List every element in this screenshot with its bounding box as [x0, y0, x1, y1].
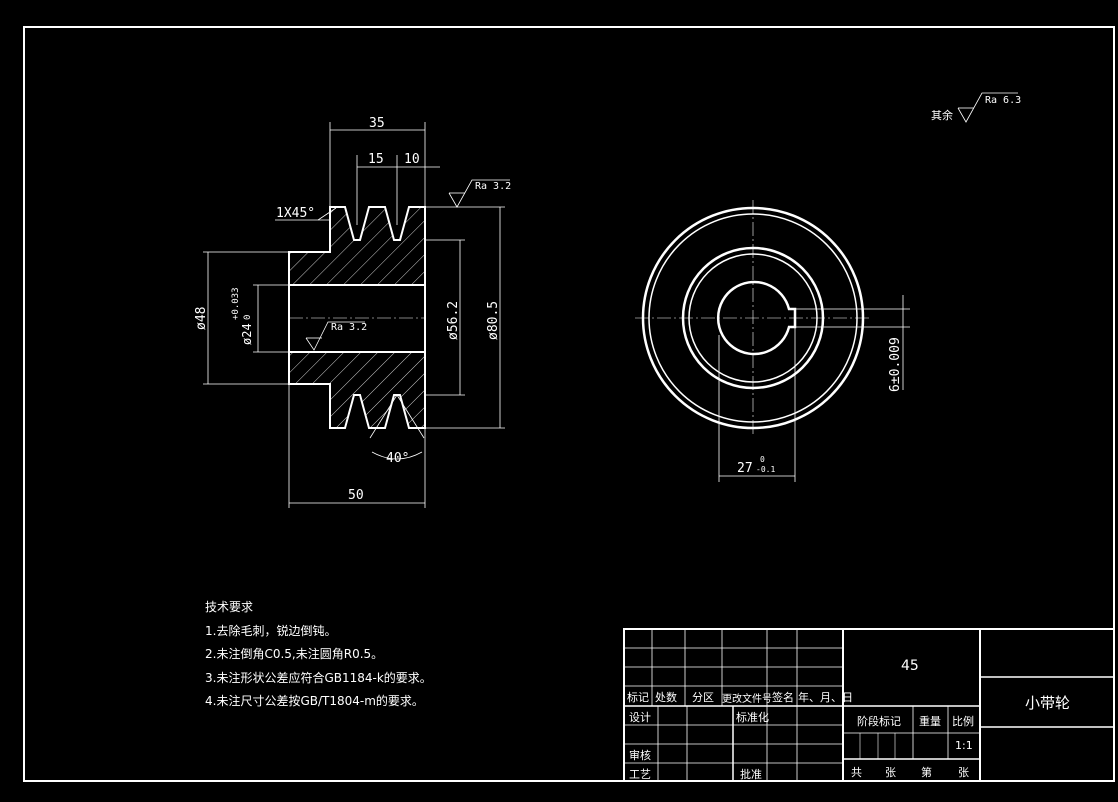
section-view: 35 15 10 1X45° Ra 3.2 Ra 3.2 ø48 ø24 +0.… — [194, 116, 511, 508]
dia-24: ø24 — [240, 323, 254, 345]
roughness-symbol — [448, 179, 510, 208]
tb-header-count: 处数 — [655, 691, 677, 704]
tb-header-zone: 分区 — [692, 691, 714, 704]
tb-header-date: 年、月、日 — [798, 691, 853, 704]
tech-requirements: 技术要求 1.去除毛刺，锐边倒钝。 2.未注倒角C0.5,未注圆角R0.5。 3… — [205, 596, 432, 714]
tb-header-mark: 标记 — [627, 691, 649, 704]
upper-section-hatch — [288, 206, 426, 286]
general-roughness-value: Ra 6.3 — [985, 95, 1021, 106]
tb-stage-mark: 阶段标记 — [857, 715, 901, 728]
bore-tol-upper: +0.033 — [231, 287, 241, 320]
tb-check: 审核 — [629, 749, 651, 762]
tb-material: 45 — [901, 658, 919, 674]
chamfer-label: 1X45° — [276, 206, 315, 221]
dia-56-2: ø56.2 — [446, 301, 461, 340]
tb-header-change-doc: 更改文件号 — [722, 694, 772, 705]
tb-sheets: 张 — [958, 766, 969, 779]
drawing-border — [23, 26, 1115, 782]
keyway-depth-tol-lower: -0.1 — [756, 465, 775, 474]
roughness-symbol — [305, 321, 365, 351]
lower-section-hatch — [288, 351, 426, 429]
tb-total: 共 — [851, 766, 862, 779]
tb-weight: 重量 — [919, 715, 941, 728]
tb-header-signature: 签名 — [772, 691, 794, 704]
tb-page: 第 — [921, 766, 932, 779]
tb-design: 设计 — [629, 711, 651, 724]
tech-requirement-item: 2.未注倒角C0.5,未注圆角R0.5。 — [205, 647, 384, 661]
tb-scale-value: 1:1 — [955, 739, 973, 752]
keyway-width: 6±0.009 — [888, 337, 903, 392]
tb-approve: 批准 — [740, 768, 762, 781]
tech-requirement-item: 4.未注尺寸公差按GB/T1804-m的要求。 — [205, 694, 424, 708]
dia-48: ø48 — [194, 307, 209, 330]
dim-50: 50 — [348, 488, 364, 503]
bore-with-keyway — [716, 280, 797, 356]
tech-requirement-item: 1.去除毛刺，锐边倒钝。 — [205, 623, 337, 638]
tb-sheets: 张 — [885, 766, 896, 779]
groove-angle: 40° — [386, 451, 409, 466]
dim-35: 35 — [369, 116, 385, 131]
title-block — [623, 628, 1115, 782]
general-roughness: 其余 Ra 6.3 — [931, 92, 1021, 123]
dim-15: 15 — [368, 152, 384, 167]
tech-requirement-item: 3.未注形状公差应符合GB1184-k的要求。 — [205, 670, 432, 685]
tb-scale-label: 比例 — [952, 715, 974, 728]
bore-tol-lower: 0 — [243, 315, 253, 320]
roughness-bore: Ra 3.2 — [331, 322, 367, 333]
keyway-depth: 27 — [737, 461, 753, 476]
tb-part-name: 小带轮 — [1025, 694, 1071, 712]
roughness-outer: Ra 3.2 — [475, 181, 511, 192]
dim-10: 10 — [404, 152, 420, 167]
tech-requirements-title: 技术要求 — [205, 600, 254, 614]
side-view: 6±0.009 27 0 -0.1 — [635, 200, 910, 482]
keyway-depth-tol-upper: 0 — [760, 455, 765, 464]
general-roughness-label: 其余 — [931, 108, 953, 122]
tb-standardize: 标准化 — [736, 711, 769, 724]
dia-80-5: ø80.5 — [486, 301, 501, 340]
tb-process: 工艺 — [629, 768, 651, 781]
